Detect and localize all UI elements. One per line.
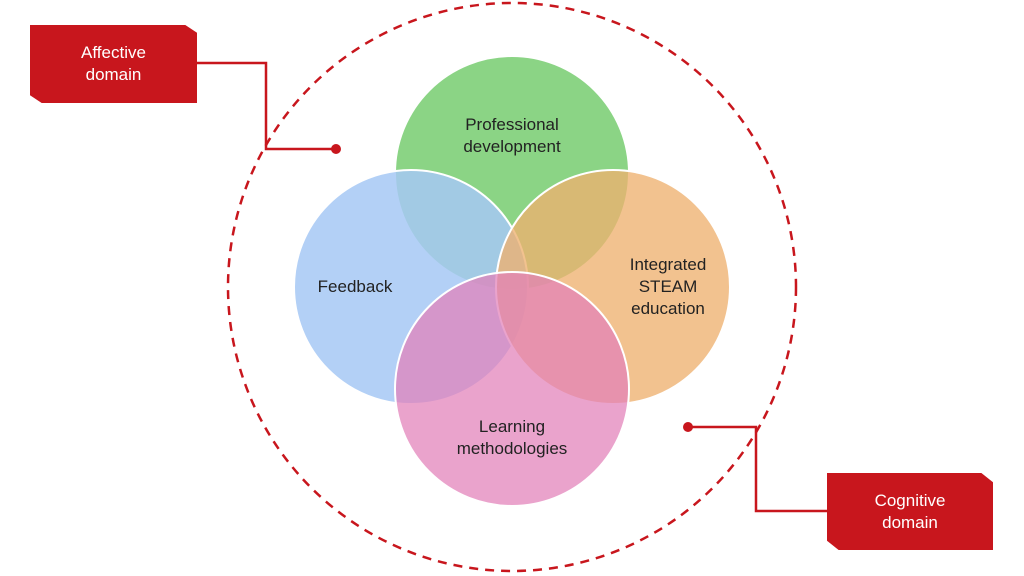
affective-connector-dot	[331, 144, 341, 154]
circle-learning-methodologies	[394, 271, 630, 507]
professional-development-label: Professional development	[463, 115, 561, 156]
affective-domain-label: Affective domain	[30, 25, 197, 103]
affective-connector-line	[196, 61, 336, 151]
cognitive-connector-dot	[683, 422, 693, 432]
cognitive-domain-label: Cognitive domain	[827, 473, 993, 550]
learning-methodologies-label: Learning methodologies	[456, 417, 568, 458]
integrated-steam-label: Integrated STEAM education	[629, 255, 707, 318]
feedback-label: Feedback	[317, 277, 393, 296]
outer-dashed-ring	[226, 1, 798, 573]
cognitive-domain-text: Cognitive domain	[874, 490, 946, 532]
cognitive-connector-line	[688, 425, 828, 513]
affective-domain-text: Affective domain	[81, 43, 146, 84]
